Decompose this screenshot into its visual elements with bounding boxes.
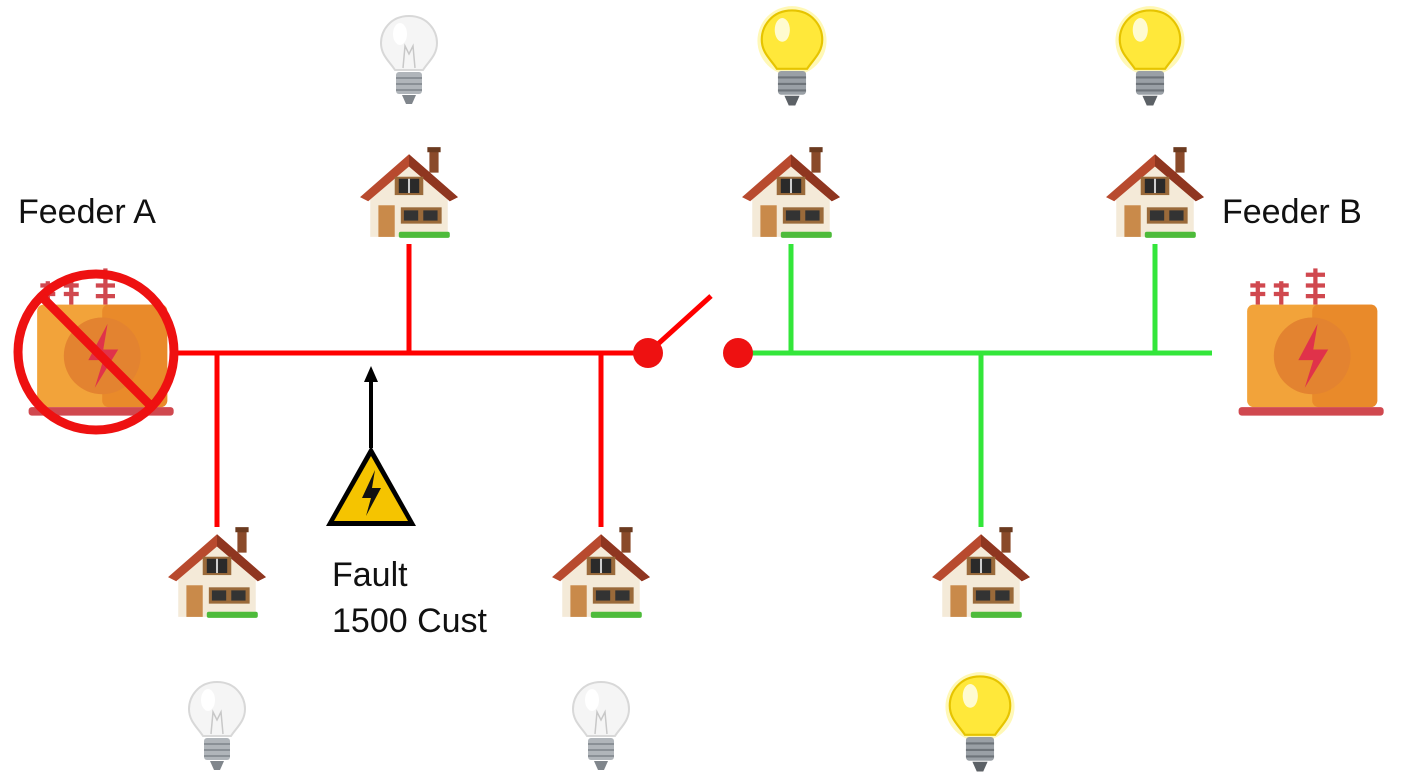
house-icon [358, 146, 460, 239]
light-bulb-on-icon [756, 5, 828, 107]
feeder-b-label: Feeder B [1222, 193, 1362, 231]
house-icon [166, 526, 268, 619]
fault-arrow [364, 366, 378, 448]
switch-node-right [723, 338, 753, 368]
fault-customers-label: 1500 Cust [332, 602, 487, 640]
light-bulb-on-icon [944, 671, 1016, 773]
light-bulb-off-icon [571, 680, 631, 772]
house-icon [930, 526, 1032, 619]
feeder-a-label: Feeder A [18, 193, 156, 231]
substation-b-icon [1239, 268, 1384, 415]
no-power-icon [13, 269, 179, 435]
light-bulb-on-icon [1114, 5, 1186, 107]
house-icon [1104, 146, 1206, 239]
light-bulb-off-icon [379, 14, 439, 106]
house-icon [550, 526, 652, 619]
fault-label: Fault [332, 556, 408, 594]
high-voltage-warning-icon [326, 446, 416, 526]
switch-node-left [633, 338, 663, 368]
feeder-a-lines [172, 244, 713, 527]
feeder-b-lines [738, 244, 1212, 527]
light-bulb-off-icon [187, 680, 247, 772]
house-icon [740, 146, 842, 239]
